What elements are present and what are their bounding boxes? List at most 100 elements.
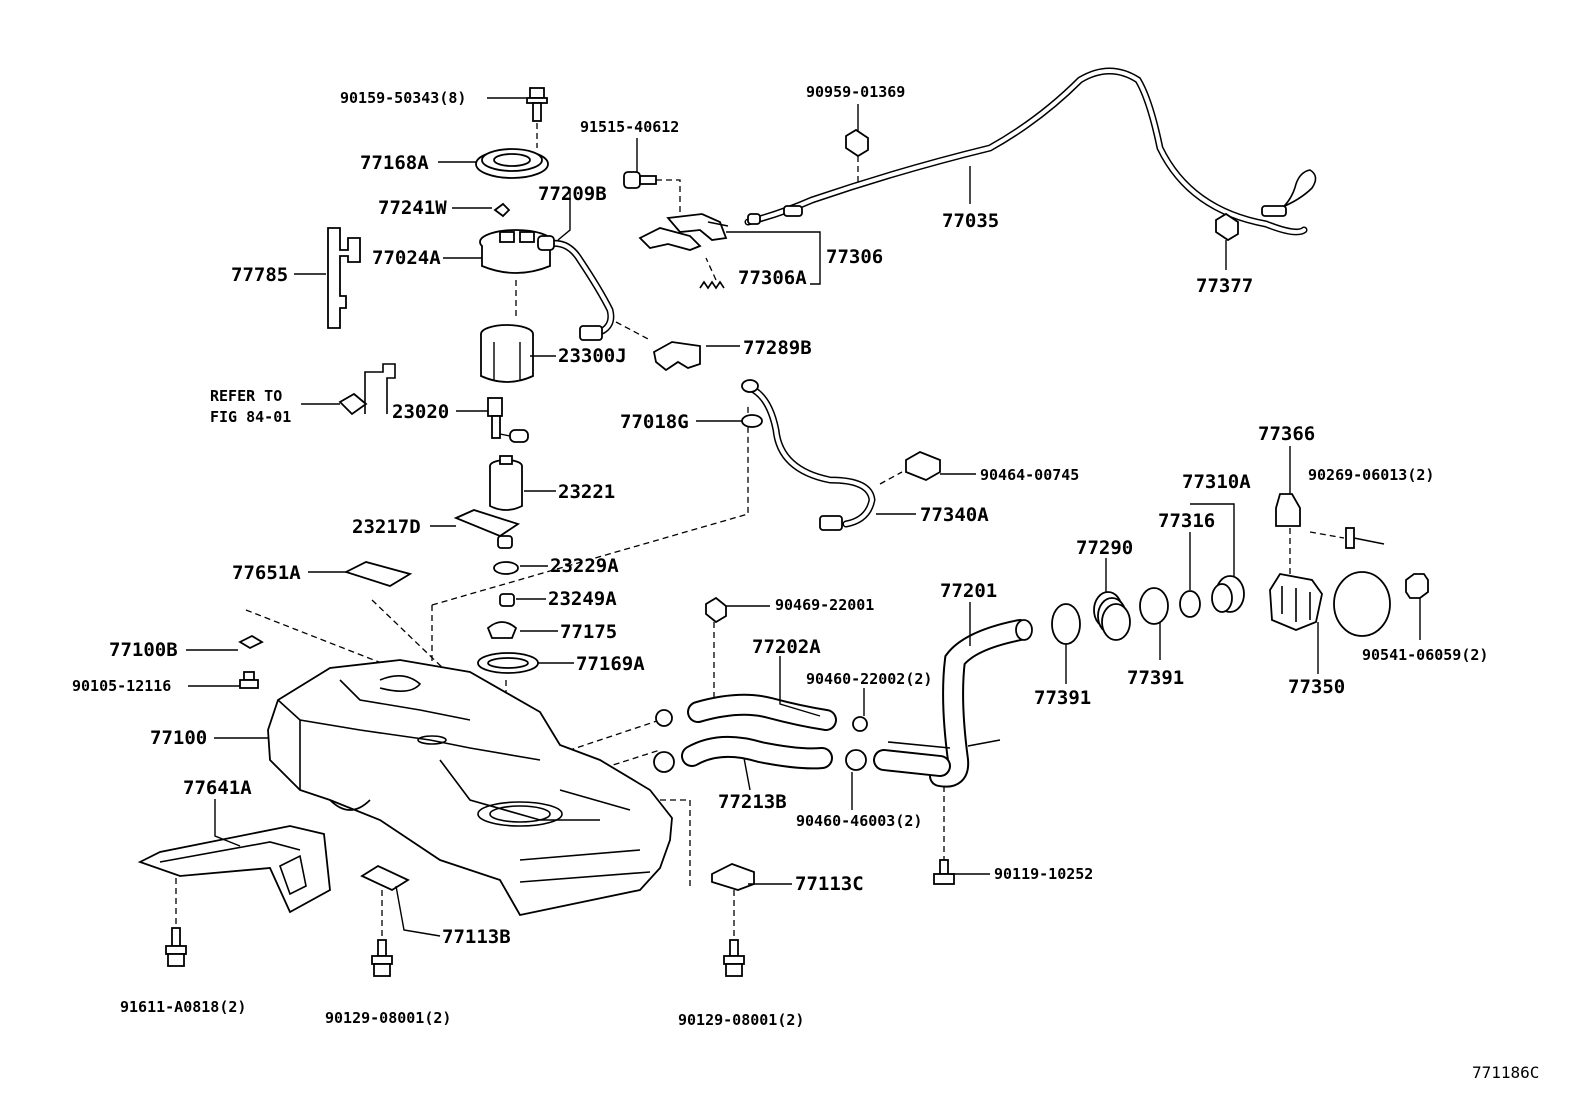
label-23300J: 23300J xyxy=(558,345,627,367)
cable-77340A-part xyxy=(741,379,876,531)
label-77350: 77350 xyxy=(1288,676,1345,698)
suction-filter-23217D-part xyxy=(453,509,521,549)
bolt-90129-b-part xyxy=(723,939,745,977)
label-23221: 23221 xyxy=(558,481,615,503)
bracket-77113B-part xyxy=(360,864,410,892)
fuel-pump-23221-part xyxy=(489,455,523,511)
pump-cover-77024A-part xyxy=(479,229,553,274)
refer-note-line1: REFER TO xyxy=(210,387,282,405)
label-90959-01369: 90959-01369 xyxy=(806,83,905,101)
label-23249A: 23249A xyxy=(548,588,617,610)
label-90460-46003: 90460-46003(2) xyxy=(796,812,922,830)
cushion-23229A-part xyxy=(493,561,519,575)
label-77366: 77366 xyxy=(1258,423,1315,445)
label-90159-50343: 90159-50343(8) xyxy=(340,89,466,107)
label-77175: 77175 xyxy=(560,621,617,643)
label-90129-08001-b: 90129-08001(2) xyxy=(678,1011,804,1029)
label-77785: 77785 xyxy=(231,264,288,286)
label-77018G: 77018G xyxy=(620,411,689,433)
pressure-regulator-23020-part xyxy=(487,397,529,443)
label-77100: 77100 xyxy=(150,727,207,749)
label-77213B: 77213B xyxy=(718,791,787,813)
hose-clamps-part xyxy=(653,709,868,773)
label-90460-22002: 90460-22002(2) xyxy=(806,670,932,688)
hose-77213B-part xyxy=(681,735,833,770)
fuel-door-77350-part xyxy=(1269,571,1391,637)
clamp-77289B-part xyxy=(652,341,701,372)
refer-note-line2: FIG 84-01 xyxy=(210,408,291,426)
cable-77035-part xyxy=(744,67,1317,236)
clip-77175-part xyxy=(486,621,518,639)
grommet-77377-part xyxy=(1215,212,1239,242)
label-77168A: 77168A xyxy=(360,152,429,174)
label-77641A: 77641A xyxy=(183,777,252,799)
label-77024A: 77024A xyxy=(372,247,441,269)
ring-77391-a-part xyxy=(1051,603,1081,645)
label-77377: 77377 xyxy=(1196,275,1253,297)
fuel-filter-23300J-part xyxy=(480,324,534,383)
label-90119-10252: 90119-10252 xyxy=(994,865,1093,883)
lock-bracket-77306-part xyxy=(638,213,729,251)
screw-90269-part xyxy=(1345,527,1385,549)
label-91611-A0818: 91611-A0818(2) xyxy=(120,998,246,1016)
label-91515-40612: 91515-40612 xyxy=(580,118,679,136)
retainer-ring-77168A-part xyxy=(475,148,549,179)
label-77290: 77290 xyxy=(1076,537,1133,559)
bolt-90119-part xyxy=(933,859,955,885)
label-90464-00745: 90464-00745 xyxy=(980,466,1079,484)
bolt-91611-part xyxy=(165,927,187,967)
label-90469-22001: 90469-22001 xyxy=(775,596,874,614)
gasket-77169A-part xyxy=(477,652,539,674)
label-77100B: 77100B xyxy=(109,639,178,661)
label-77209B: 77209B xyxy=(538,183,607,205)
label-77241W: 77241W xyxy=(378,197,447,219)
fuel-tank-77100-part xyxy=(267,659,673,917)
label-77306: 77306 xyxy=(826,246,883,268)
grommet-77290-part xyxy=(1093,591,1131,641)
spring-77306A-part xyxy=(699,280,725,290)
label-77169A: 77169A xyxy=(576,653,645,675)
gauge-arm-part xyxy=(338,363,396,416)
label-77113B: 77113B xyxy=(442,926,511,948)
ring-77391-b-part xyxy=(1139,587,1169,625)
label-90105-12116: 90105-12116 xyxy=(72,677,171,695)
bracket-77113C-part xyxy=(711,863,755,891)
bumper-90541-part xyxy=(1405,573,1429,599)
bolt-90105-part xyxy=(239,671,259,689)
clip-90959-part xyxy=(845,128,869,158)
harness-77209B-part xyxy=(537,235,615,341)
label-23020: 23020 xyxy=(392,401,449,423)
bolt-90129-a-part xyxy=(371,939,393,977)
washer-77018G-part xyxy=(741,414,763,428)
clip-90469-part xyxy=(705,596,727,624)
clamp-90464-part xyxy=(905,451,941,481)
clip-77366-part xyxy=(1275,493,1301,527)
fuel-cap-77310A-part xyxy=(1211,575,1245,613)
hose-77202A-part xyxy=(687,693,837,731)
filler-pipe-77201-part xyxy=(873,619,1033,788)
label-90541-06059: 90541-06059(2) xyxy=(1362,646,1488,664)
protector-77641A-part xyxy=(137,825,331,914)
label-77289B: 77289B xyxy=(743,337,812,359)
label-90129-08001-a: 90129-08001(2) xyxy=(325,1009,451,1027)
label-23229A: 23229A xyxy=(550,555,619,577)
label-77035: 77035 xyxy=(942,210,999,232)
label-77391-b: 77391 xyxy=(1127,667,1184,689)
label-23217D: 23217D xyxy=(352,516,421,538)
spacer-23249A-part xyxy=(499,593,515,607)
cap-77100B-part xyxy=(238,634,264,650)
label-77651A: 77651A xyxy=(232,562,301,584)
label-77306A: 77306A xyxy=(738,267,807,289)
diagram-id: 771186C xyxy=(1472,1063,1539,1082)
pad-77651A-part xyxy=(343,561,413,587)
label-77310A: 77310A xyxy=(1182,471,1251,493)
label-90269-06013: 90269-06013(2) xyxy=(1308,466,1434,484)
leader-lines xyxy=(186,97,1421,937)
bolt-91515-part xyxy=(623,171,657,189)
sender-gauge-77785-part xyxy=(327,227,361,329)
label-77201: 77201 xyxy=(940,580,997,602)
label-77202A: 77202A xyxy=(752,636,821,658)
label-77391-a: 77391 xyxy=(1034,687,1091,709)
